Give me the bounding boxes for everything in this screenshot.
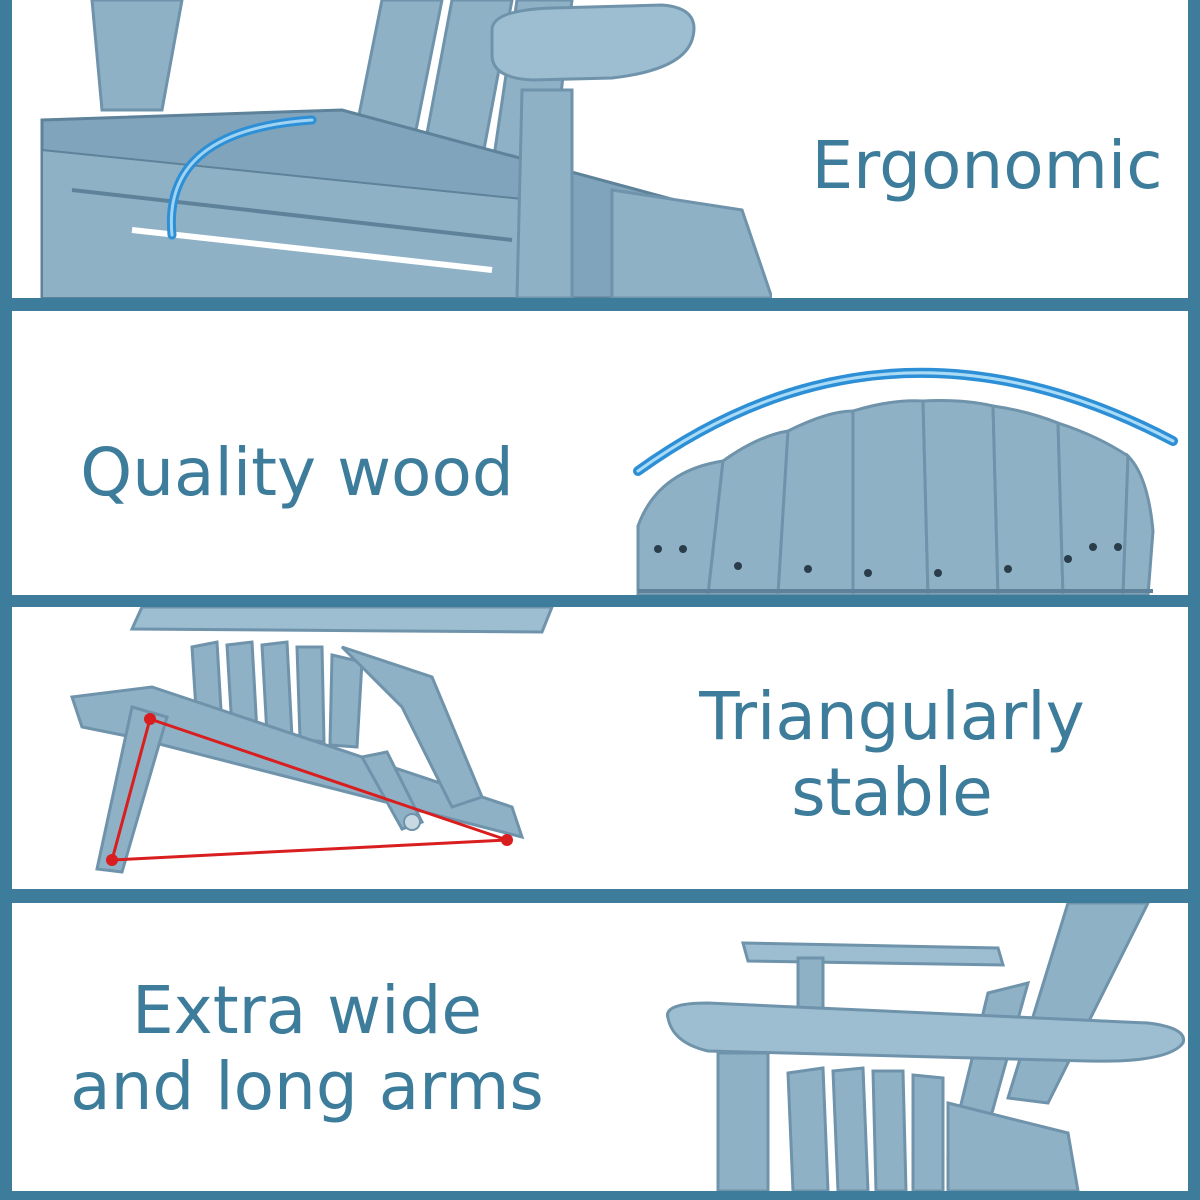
feature-caption-extra-wide-arms: Extra wide and long arms bbox=[52, 973, 562, 1125]
feature-caption-triangularly-stable: Triangularly stable bbox=[652, 679, 1132, 831]
caption-line: and long arms bbox=[70, 1048, 544, 1125]
caption-line: Quality wood bbox=[80, 434, 514, 511]
feature-caption-ergonomic: Ergonomic bbox=[782, 128, 1188, 204]
chair-back-slats-image bbox=[633, 367, 1178, 595]
feature-panel-ergonomic: Ergonomic bbox=[12, 0, 1188, 298]
feature-panel-extra-wide-arms: Extra wide and long arms bbox=[12, 903, 1188, 1191]
folded-chair-frame-image bbox=[69, 607, 554, 874]
caption-line: stable bbox=[791, 754, 993, 831]
caption-line: Ergonomic bbox=[811, 127, 1163, 204]
feature-panel-triangularly-stable: Triangularly stable bbox=[12, 607, 1188, 889]
feature-caption-quality-wood: Quality wood bbox=[52, 435, 542, 511]
caption-line: Extra wide bbox=[131, 972, 482, 1049]
caption-line: Triangularly bbox=[699, 678, 1085, 755]
chair-seat-closeup-image bbox=[12, 0, 772, 298]
feature-panel-quality-wood: Quality wood bbox=[12, 311, 1188, 595]
chair-armrest-image bbox=[666, 903, 1186, 1191]
